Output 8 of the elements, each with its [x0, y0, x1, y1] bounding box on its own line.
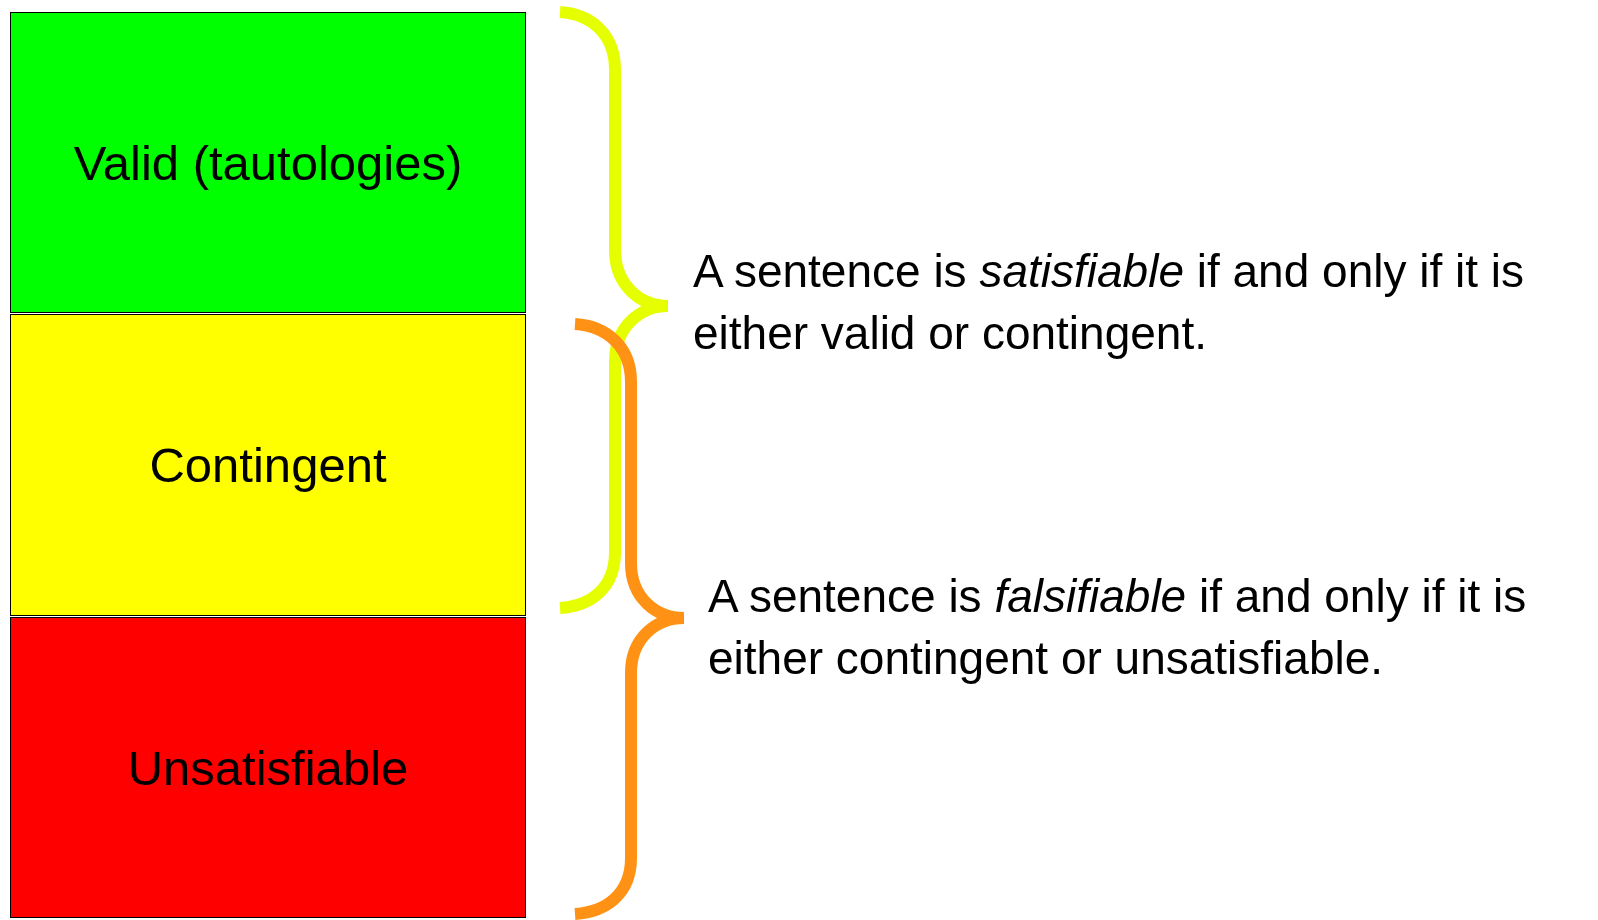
category-label: Valid (tautologies): [73, 134, 463, 192]
category-box: [10, 12, 526, 313]
category-label: Unsatisfiable: [127, 739, 409, 797]
category-label: Contingent: [149, 437, 387, 494]
definition-text: A sentence is falsifiable if and only if it is either contingent or unsatisfiable.: [708, 569, 1528, 686]
definition-text: A sentence is satisfiable if and only if it is either valid or contingent.: [693, 244, 1525, 361]
category-box: [10, 314, 526, 616]
category-box: [10, 617, 526, 918]
